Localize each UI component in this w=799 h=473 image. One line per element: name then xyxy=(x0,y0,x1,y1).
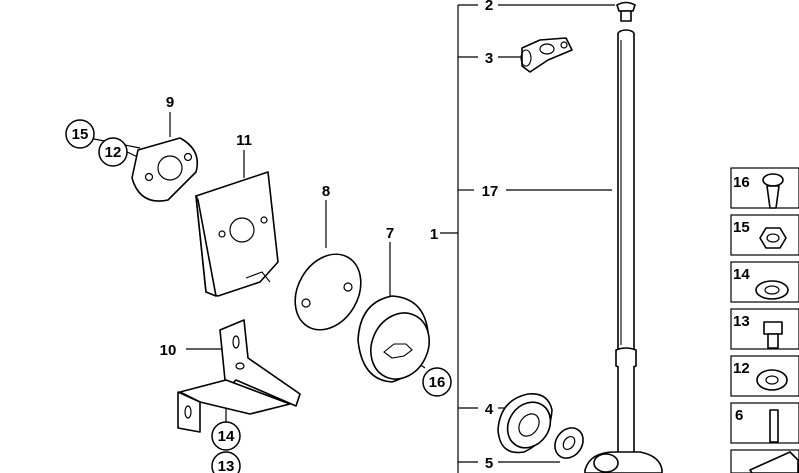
legend-bolt-icon xyxy=(762,173,784,209)
callout-1: 1 xyxy=(430,226,438,243)
callout-labels: 1 2 3 17 4 5 9 11 8 7 10 15 12 16 14 13 … xyxy=(72,0,751,473)
legend-spring-washer-icon xyxy=(756,369,788,391)
part-8-disc xyxy=(294,253,362,331)
legend-nut-icon xyxy=(759,227,787,249)
callout-10: 10 xyxy=(160,342,177,359)
part-17-rod xyxy=(615,29,637,461)
callout-5: 5 xyxy=(485,455,493,472)
legend-label-2: 14 xyxy=(733,266,750,283)
legend-washer-icon xyxy=(755,280,789,300)
part-11-bracket xyxy=(195,171,279,297)
part-10-bracket xyxy=(177,319,301,433)
callout-16: 16 xyxy=(429,374,446,391)
legend-label-4: 12 xyxy=(733,360,750,377)
callout-7: 7 xyxy=(386,225,394,242)
leader-lines xyxy=(88,4,615,463)
callout-14: 14 xyxy=(218,428,235,445)
rod-base xyxy=(584,451,663,473)
callout-9: 9 xyxy=(166,94,174,111)
part-3-clamp xyxy=(520,37,573,73)
callout-4: 4 xyxy=(485,401,494,418)
circled-callouts xyxy=(65,119,452,473)
part-7-grommet xyxy=(357,295,430,383)
callout-17: 17 xyxy=(482,183,499,200)
assembly-bracket xyxy=(440,5,459,473)
callout-11: 11 xyxy=(236,132,252,149)
callout-8: 8 xyxy=(322,183,330,200)
part-9-plate xyxy=(131,137,199,202)
legend-pin-icon xyxy=(769,409,779,443)
callout-13: 13 xyxy=(218,458,235,473)
part-5-washer xyxy=(554,427,584,459)
legend-screw-icon xyxy=(763,321,783,349)
legend-label-0: 16 xyxy=(733,174,750,191)
legend-label-1: 15 xyxy=(733,219,750,236)
legend-label-5: 6 xyxy=(735,407,743,424)
legend xyxy=(730,167,799,473)
legend-label-3: 13 xyxy=(733,313,750,330)
callout-12: 12 xyxy=(105,144,122,161)
part-4-bushing xyxy=(497,393,553,454)
part-2-cap xyxy=(616,1,636,22)
callout-2: 2 xyxy=(485,0,493,14)
callout-3: 3 xyxy=(485,50,493,67)
callout-15: 15 xyxy=(72,126,89,143)
